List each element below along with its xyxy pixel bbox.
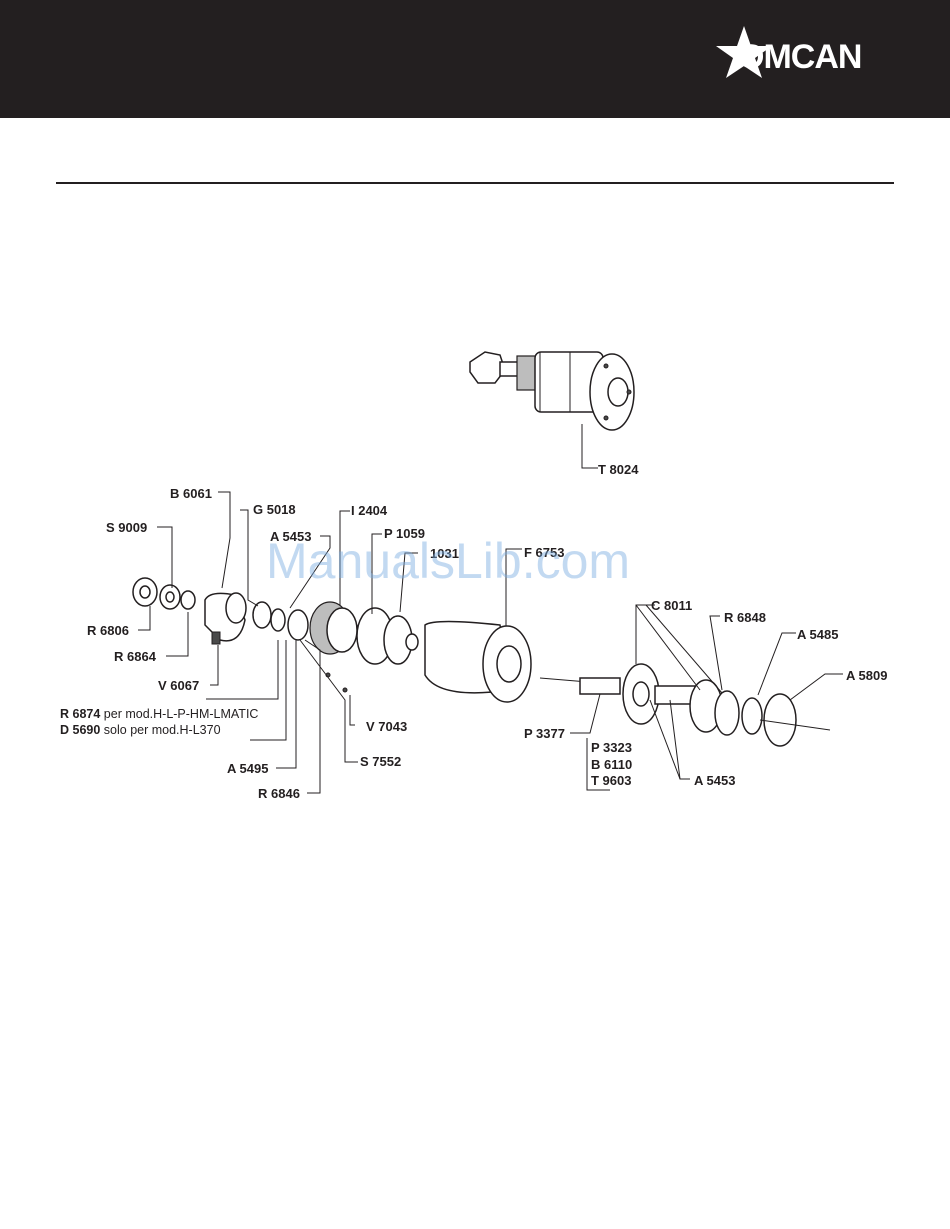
label-v6067: V 6067: [158, 678, 199, 693]
label-c8011: C 8011: [651, 598, 692, 613]
label-a5453-bottom: A 5453: [694, 773, 735, 788]
label-a5809: A 5809: [846, 668, 887, 683]
label-b6061: B 6061: [170, 486, 212, 501]
label-a5485: A 5485: [797, 627, 838, 642]
label-r6846: R 6846: [258, 786, 300, 801]
label-b6110: B 6110: [591, 757, 632, 772]
note-d5690-code: D 5690: [60, 723, 100, 737]
note-r6874-code: R 6874: [60, 707, 100, 721]
label-t9603: T 9603: [591, 773, 631, 788]
manualslib-watermark: ManualsLib.com: [266, 532, 630, 590]
note-r6874-text: per mod.H-L-P-HM-LMATIC: [104, 707, 259, 721]
label-s9009: S 9009: [106, 520, 147, 535]
label-r6864: R 6864: [114, 649, 157, 664]
label-p3323: P 3323: [591, 740, 632, 755]
note-r6874: R 6874 per mod.H-L-P-HM-LMATIC: [60, 707, 258, 721]
label-a5495: A 5495: [227, 761, 268, 776]
note-d5690: D 5690 solo per mod.H-L370: [60, 723, 221, 737]
label-g5018: G 5018: [253, 502, 296, 517]
label-i2404: I 2404: [351, 503, 388, 518]
label-r6806: R 6806: [87, 623, 129, 638]
motor-shaft-assembly: [470, 352, 634, 430]
label-r6848: R 6848: [724, 610, 766, 625]
note-d5690-text: solo per mod.H-L370: [104, 723, 221, 737]
label-v7043: V 7043: [366, 719, 407, 734]
label-s7552: S 7552: [360, 754, 401, 769]
label-t8024: T 8024: [598, 462, 639, 477]
label-p3377: P 3377: [524, 726, 565, 741]
